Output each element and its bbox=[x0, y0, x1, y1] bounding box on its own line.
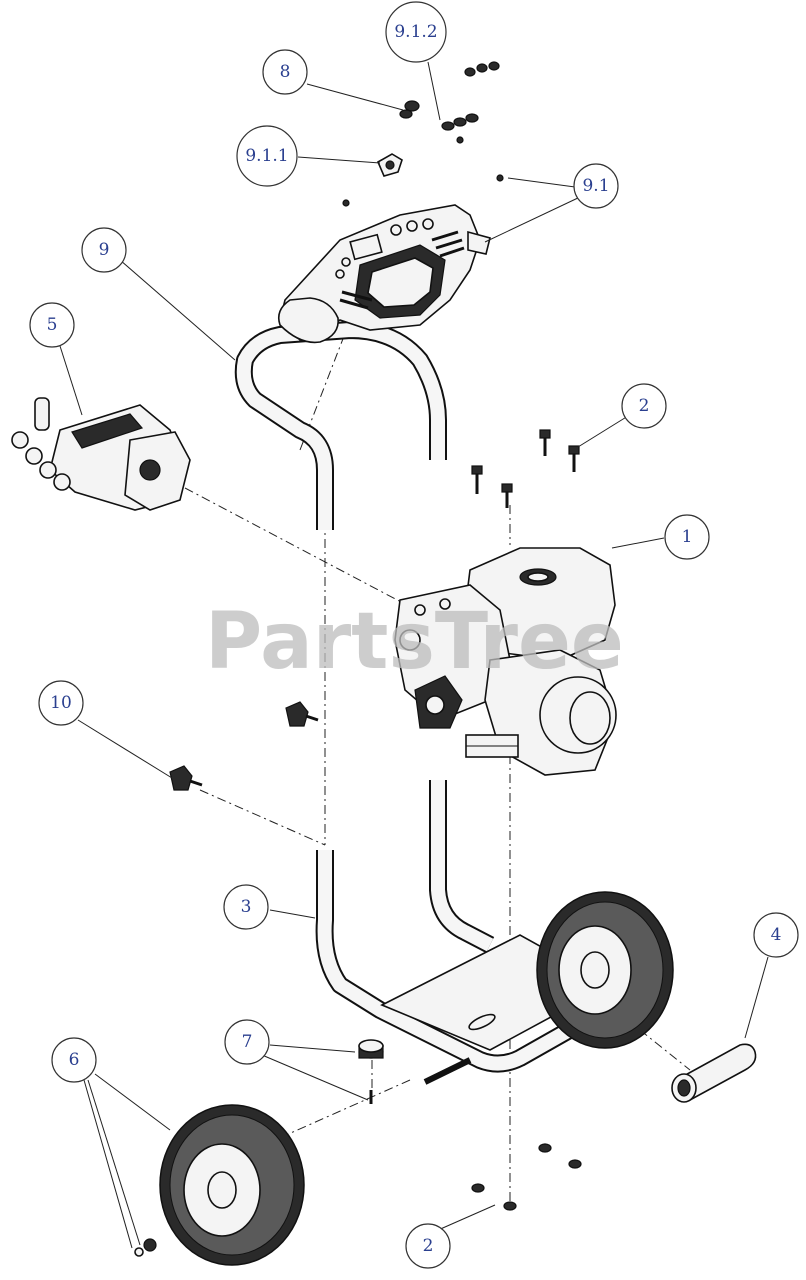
callout-9-1: 9.1 bbox=[573, 163, 619, 209]
callout-2-upper: 2 bbox=[621, 383, 667, 429]
callout-10-label: 10 bbox=[50, 693, 72, 713]
main-frame bbox=[315, 780, 645, 1085]
engine-bolts bbox=[471, 429, 580, 508]
callout-5: 5 bbox=[29, 302, 75, 348]
leader-lines bbox=[59, 61, 769, 1249]
axle-sleeve bbox=[671, 1043, 757, 1103]
callout-9-1-1-label: 9.1.1 bbox=[245, 146, 288, 166]
callout-7-label: 7 bbox=[242, 1032, 253, 1052]
callout-6-label: 6 bbox=[69, 1050, 80, 1070]
callout-5-label: 5 bbox=[47, 315, 58, 335]
engine bbox=[394, 547, 617, 776]
callout-2-lower-label: 2 bbox=[423, 1236, 434, 1256]
lower-nuts bbox=[471, 1143, 582, 1211]
callout-9-1-label: 9.1 bbox=[582, 176, 609, 196]
callout-9-label: 9 bbox=[99, 240, 110, 260]
callout-4-label: 4 bbox=[771, 925, 782, 945]
callout-10: 10 bbox=[38, 680, 84, 726]
callout-4: 4 bbox=[753, 912, 799, 958]
callout-1: 1 bbox=[664, 514, 710, 560]
callout-6: 6 bbox=[51, 1037, 97, 1083]
control-panel bbox=[277, 204, 491, 344]
control-panel-vents bbox=[339, 230, 465, 310]
pump-assembly bbox=[11, 397, 191, 511]
callout-8-label: 8 bbox=[280, 62, 291, 82]
callout-1-label: 1 bbox=[682, 527, 693, 547]
handle-frame bbox=[234, 321, 447, 530]
callout-2-upper-label: 2 bbox=[639, 396, 650, 416]
callout-9: 9 bbox=[81, 227, 127, 273]
wheel-left bbox=[134, 1104, 305, 1266]
callout-9-1-2-label: 9.1.2 bbox=[394, 22, 437, 42]
callout-7: 7 bbox=[224, 1019, 270, 1065]
frame-knobs bbox=[169, 701, 319, 791]
wheel-right bbox=[536, 891, 674, 1049]
callout-3-label: 3 bbox=[241, 897, 252, 917]
callout-9-1-1: 9.1.1 bbox=[236, 125, 298, 187]
rubber-foot bbox=[358, 1039, 384, 1104]
callout-2-lower: 2 bbox=[405, 1223, 451, 1269]
callout-8: 8 bbox=[262, 49, 308, 95]
small-fittings bbox=[342, 61, 504, 207]
watermark-text: PartsTree bbox=[205, 597, 624, 687]
callout-9-1-2: 9.1.2 bbox=[385, 1, 447, 63]
callout-3: 3 bbox=[223, 884, 269, 930]
